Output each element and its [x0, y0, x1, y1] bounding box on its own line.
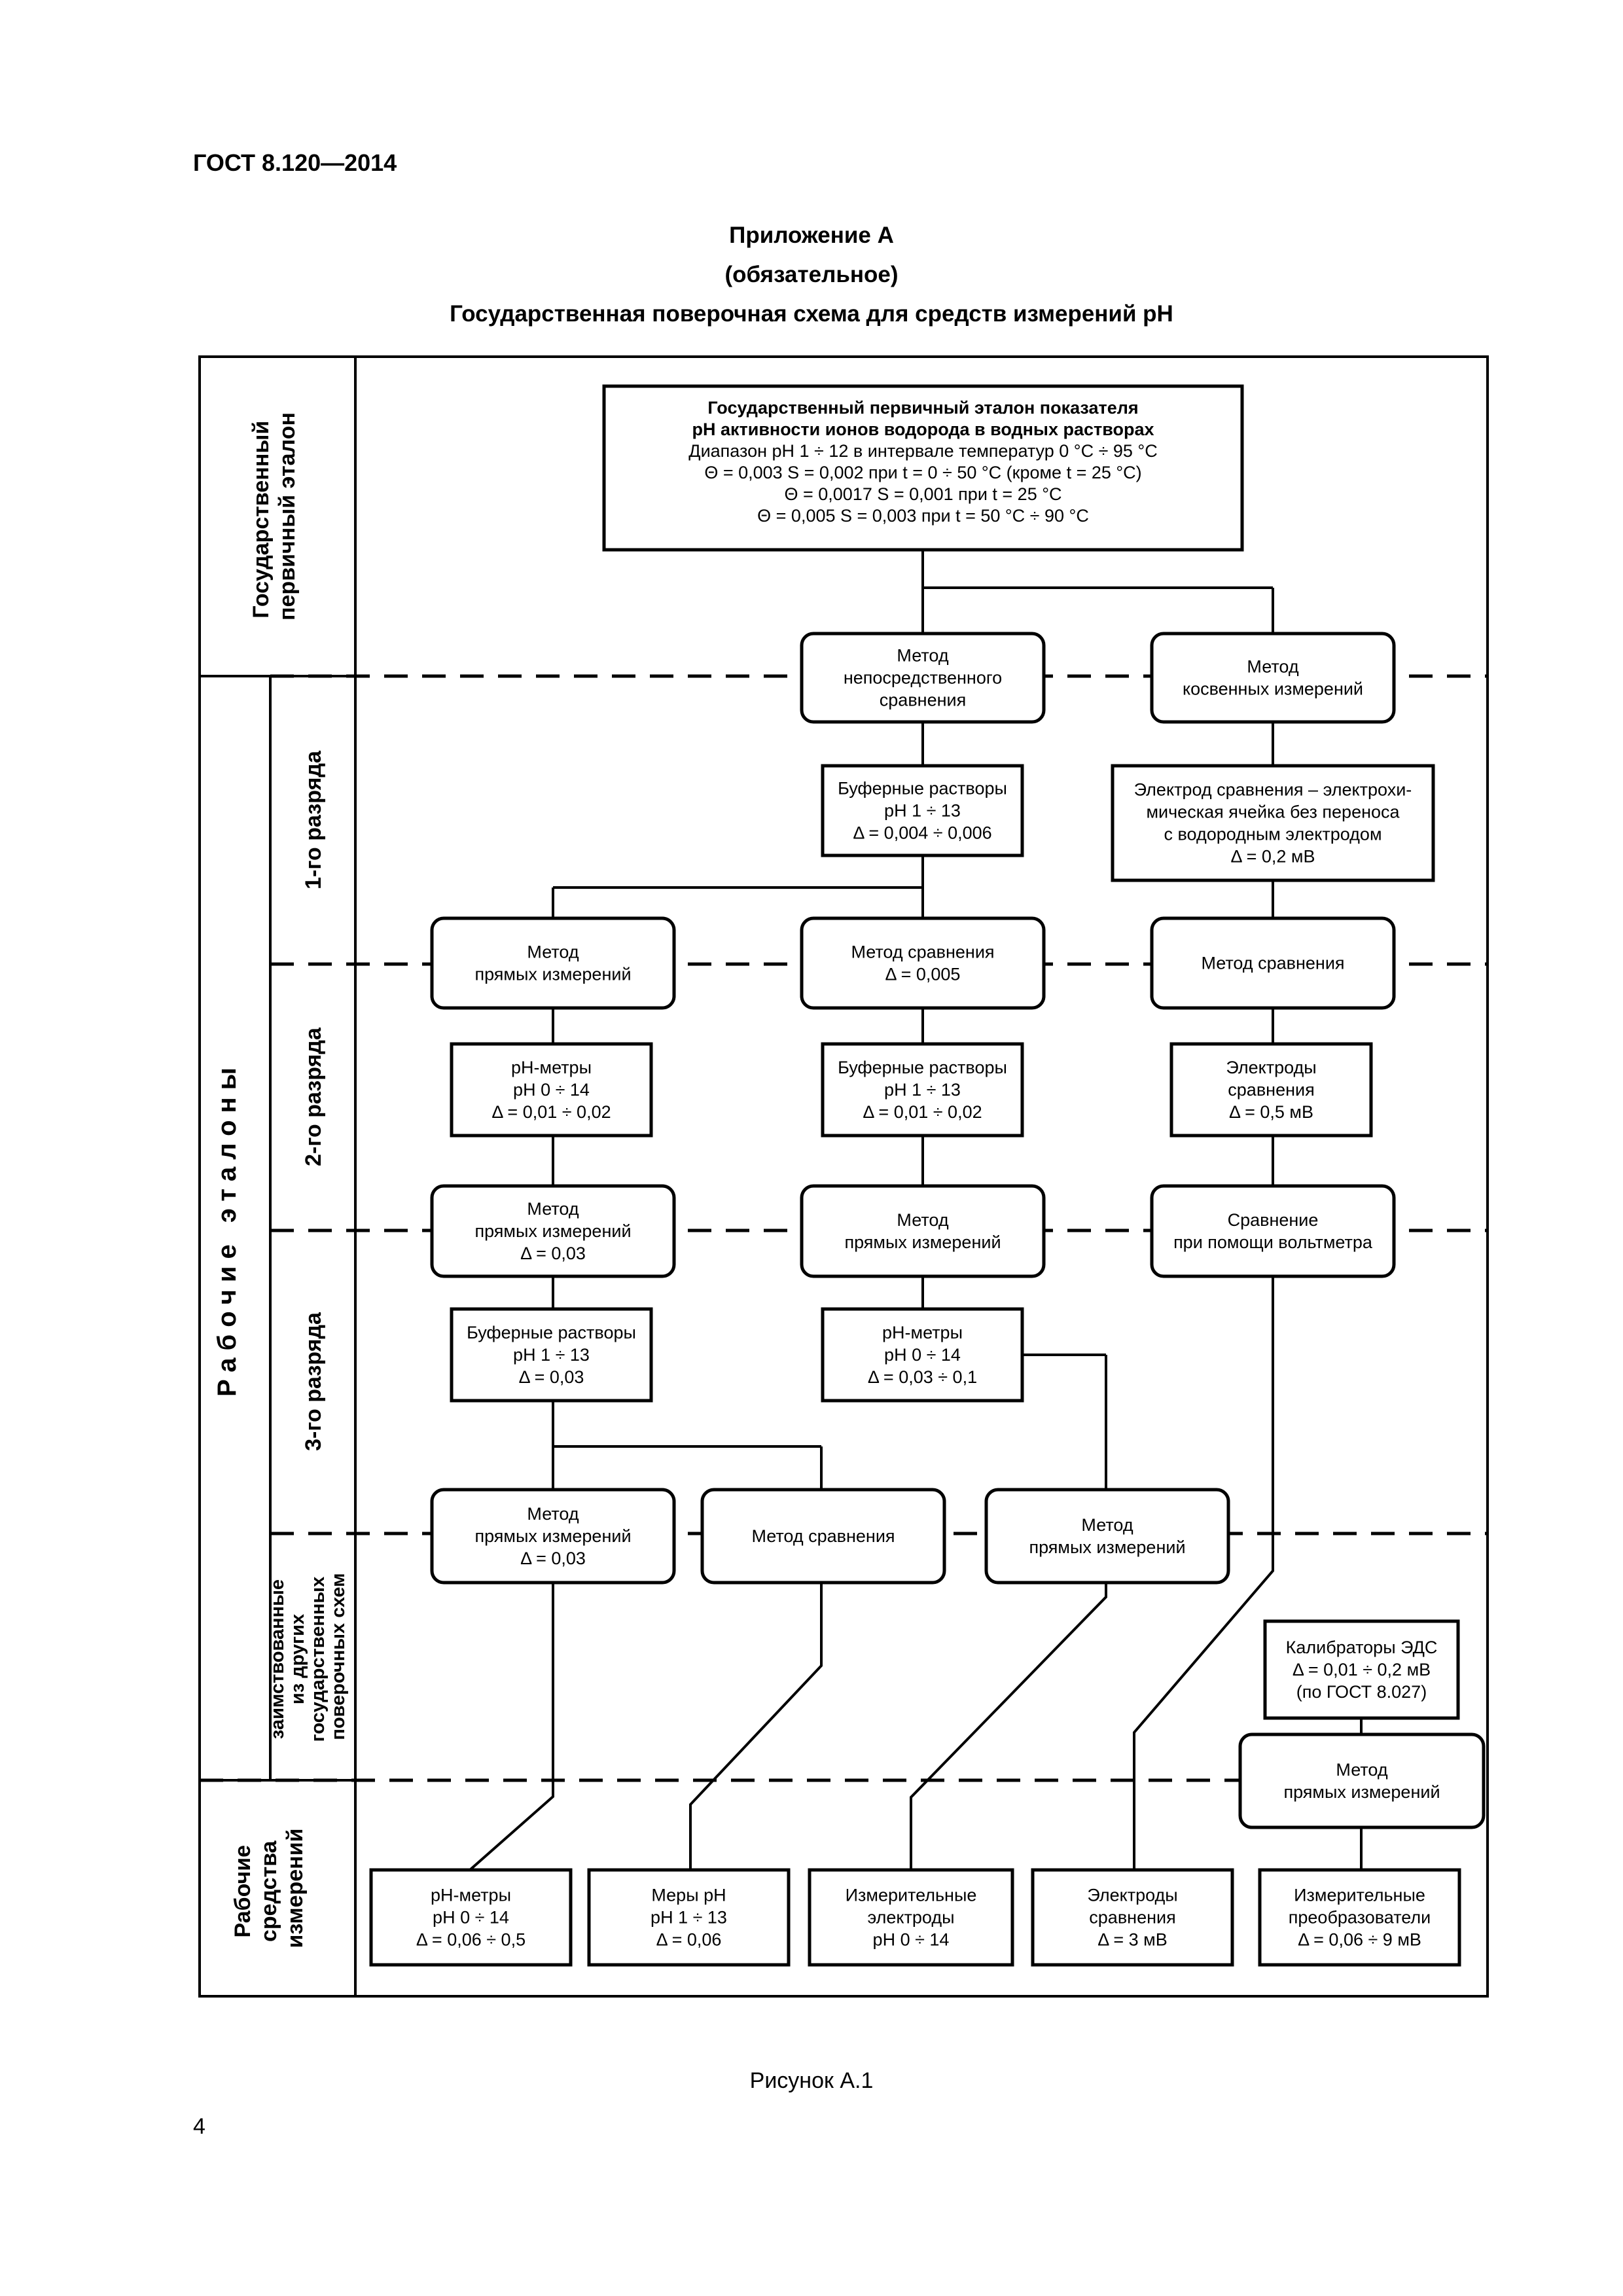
ph-meters-rank3-box — [821, 1307, 1024, 1403]
page-number: 4 — [193, 2114, 205, 2139]
level-rank2-label: 2-го разряда — [301, 1027, 326, 1166]
level-rank1-label: 1-го разряда — [301, 750, 326, 889]
node-text-m4b: Метод сравнения — [751, 1526, 895, 1546]
measuring-converters-working-box — [1258, 1868, 1461, 1967]
reference-electrodes-working-box — [1031, 1868, 1234, 1967]
figure-caption: Рисунок А.1 — [749, 2068, 874, 2093]
appendix-status: (обязательное) — [724, 262, 899, 287]
scheme-title: Государственная поверочная схема для сре… — [450, 301, 1173, 327]
measuring-electrodes-working-box — [808, 1868, 1014, 1967]
reference-electrode-rank1-box — [1111, 764, 1435, 882]
buffer-solutions-rank2-box — [821, 1042, 1024, 1138]
document-id: ГОСТ 8.120—2014 — [193, 149, 397, 176]
method-comparison-electrode-box — [1150, 916, 1396, 1010]
level-working-instruments-label: Рабочие средства измерений — [230, 1828, 308, 1948]
primary-standard-box — [602, 384, 1244, 552]
level-working-standards-label: Рабочие эталоны — [213, 1060, 241, 1397]
method-direct-rank3-box — [430, 1184, 676, 1278]
diagram-frame — [198, 355, 1489, 1998]
buffer-solutions-rank1-box — [821, 764, 1024, 857]
method-direct-working-right-box — [984, 1488, 1230, 1585]
ph-measures-working-box — [587, 1868, 791, 1967]
level-labels: Государственный первичный эталон Рабочие… — [213, 412, 349, 1948]
method-direct-comparison-box — [800, 632, 1046, 724]
buffer-solutions-rank3-box — [450, 1307, 653, 1403]
method-indirect-box — [1150, 632, 1396, 724]
method-comparison-working-box — [700, 1488, 946, 1585]
ph-meters-rank2-box — [450, 1042, 653, 1138]
node-text-m2c: Метод сравнения — [1201, 954, 1344, 973]
node-text-primary: Государственный первичный эталон показат… — [688, 398, 1157, 526]
comparison-voltmeter-box — [1150, 1184, 1396, 1278]
method-direct-working-box — [430, 1488, 676, 1585]
level-borrowed-label: заимствованные из других государственных… — [267, 1571, 349, 1742]
method-direct-rank3-mid-box — [800, 1184, 1046, 1278]
method-comparison-rank2-box — [800, 916, 1046, 1010]
emf-calibrators-box — [1263, 1619, 1460, 1720]
appendix-title: Приложение А — [729, 223, 894, 248]
ph-meters-working-box — [369, 1868, 573, 1967]
node-text-electrode1: Электрод сравнения – электрохи-мическая … — [1134, 780, 1412, 867]
level-primary-label: Государственный первичный эталон — [249, 412, 300, 620]
method-direct-rank2-box — [430, 916, 676, 1010]
method-direct-converters-box — [1238, 1732, 1486, 1829]
reference-electrodes-rank2-box — [1169, 1042, 1373, 1138]
level-rank3-label: 3-го разряда — [301, 1312, 326, 1451]
connectors — [469, 550, 1363, 1871]
node-boxes — [369, 384, 1486, 1967]
